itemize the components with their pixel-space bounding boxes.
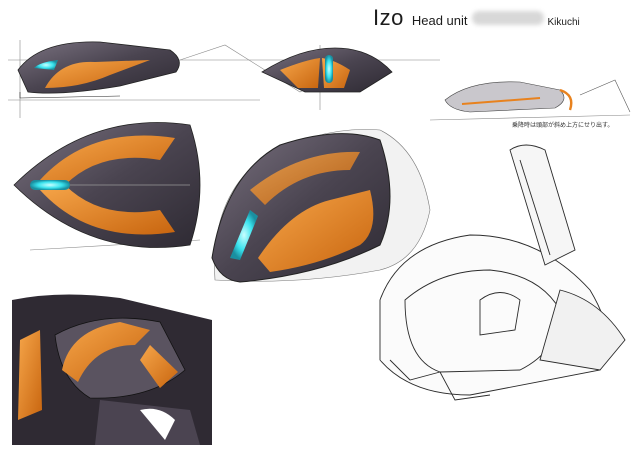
- unit-label: Head unit: [411, 13, 468, 28]
- top-view-sketch: [13, 122, 201, 248]
- annotation-note: 乗降時は頭部が斜め上方にせり出す。: [512, 122, 614, 129]
- opening-reference-sketch: [444, 79, 631, 113]
- perspective-render: [211, 129, 431, 283]
- front-view-sketch: [261, 47, 393, 93]
- redacted-text: [471, 11, 544, 25]
- side-view-sketch: [17, 41, 180, 99]
- project-name: Izo: [373, 5, 404, 30]
- open-cockpit-line-drawing: [379, 144, 626, 401]
- closeup-render: [12, 294, 212, 445]
- sheet-title: Izo Head unit Kikuchi: [373, 5, 580, 33]
- author-name: Kikuchi: [547, 17, 580, 28]
